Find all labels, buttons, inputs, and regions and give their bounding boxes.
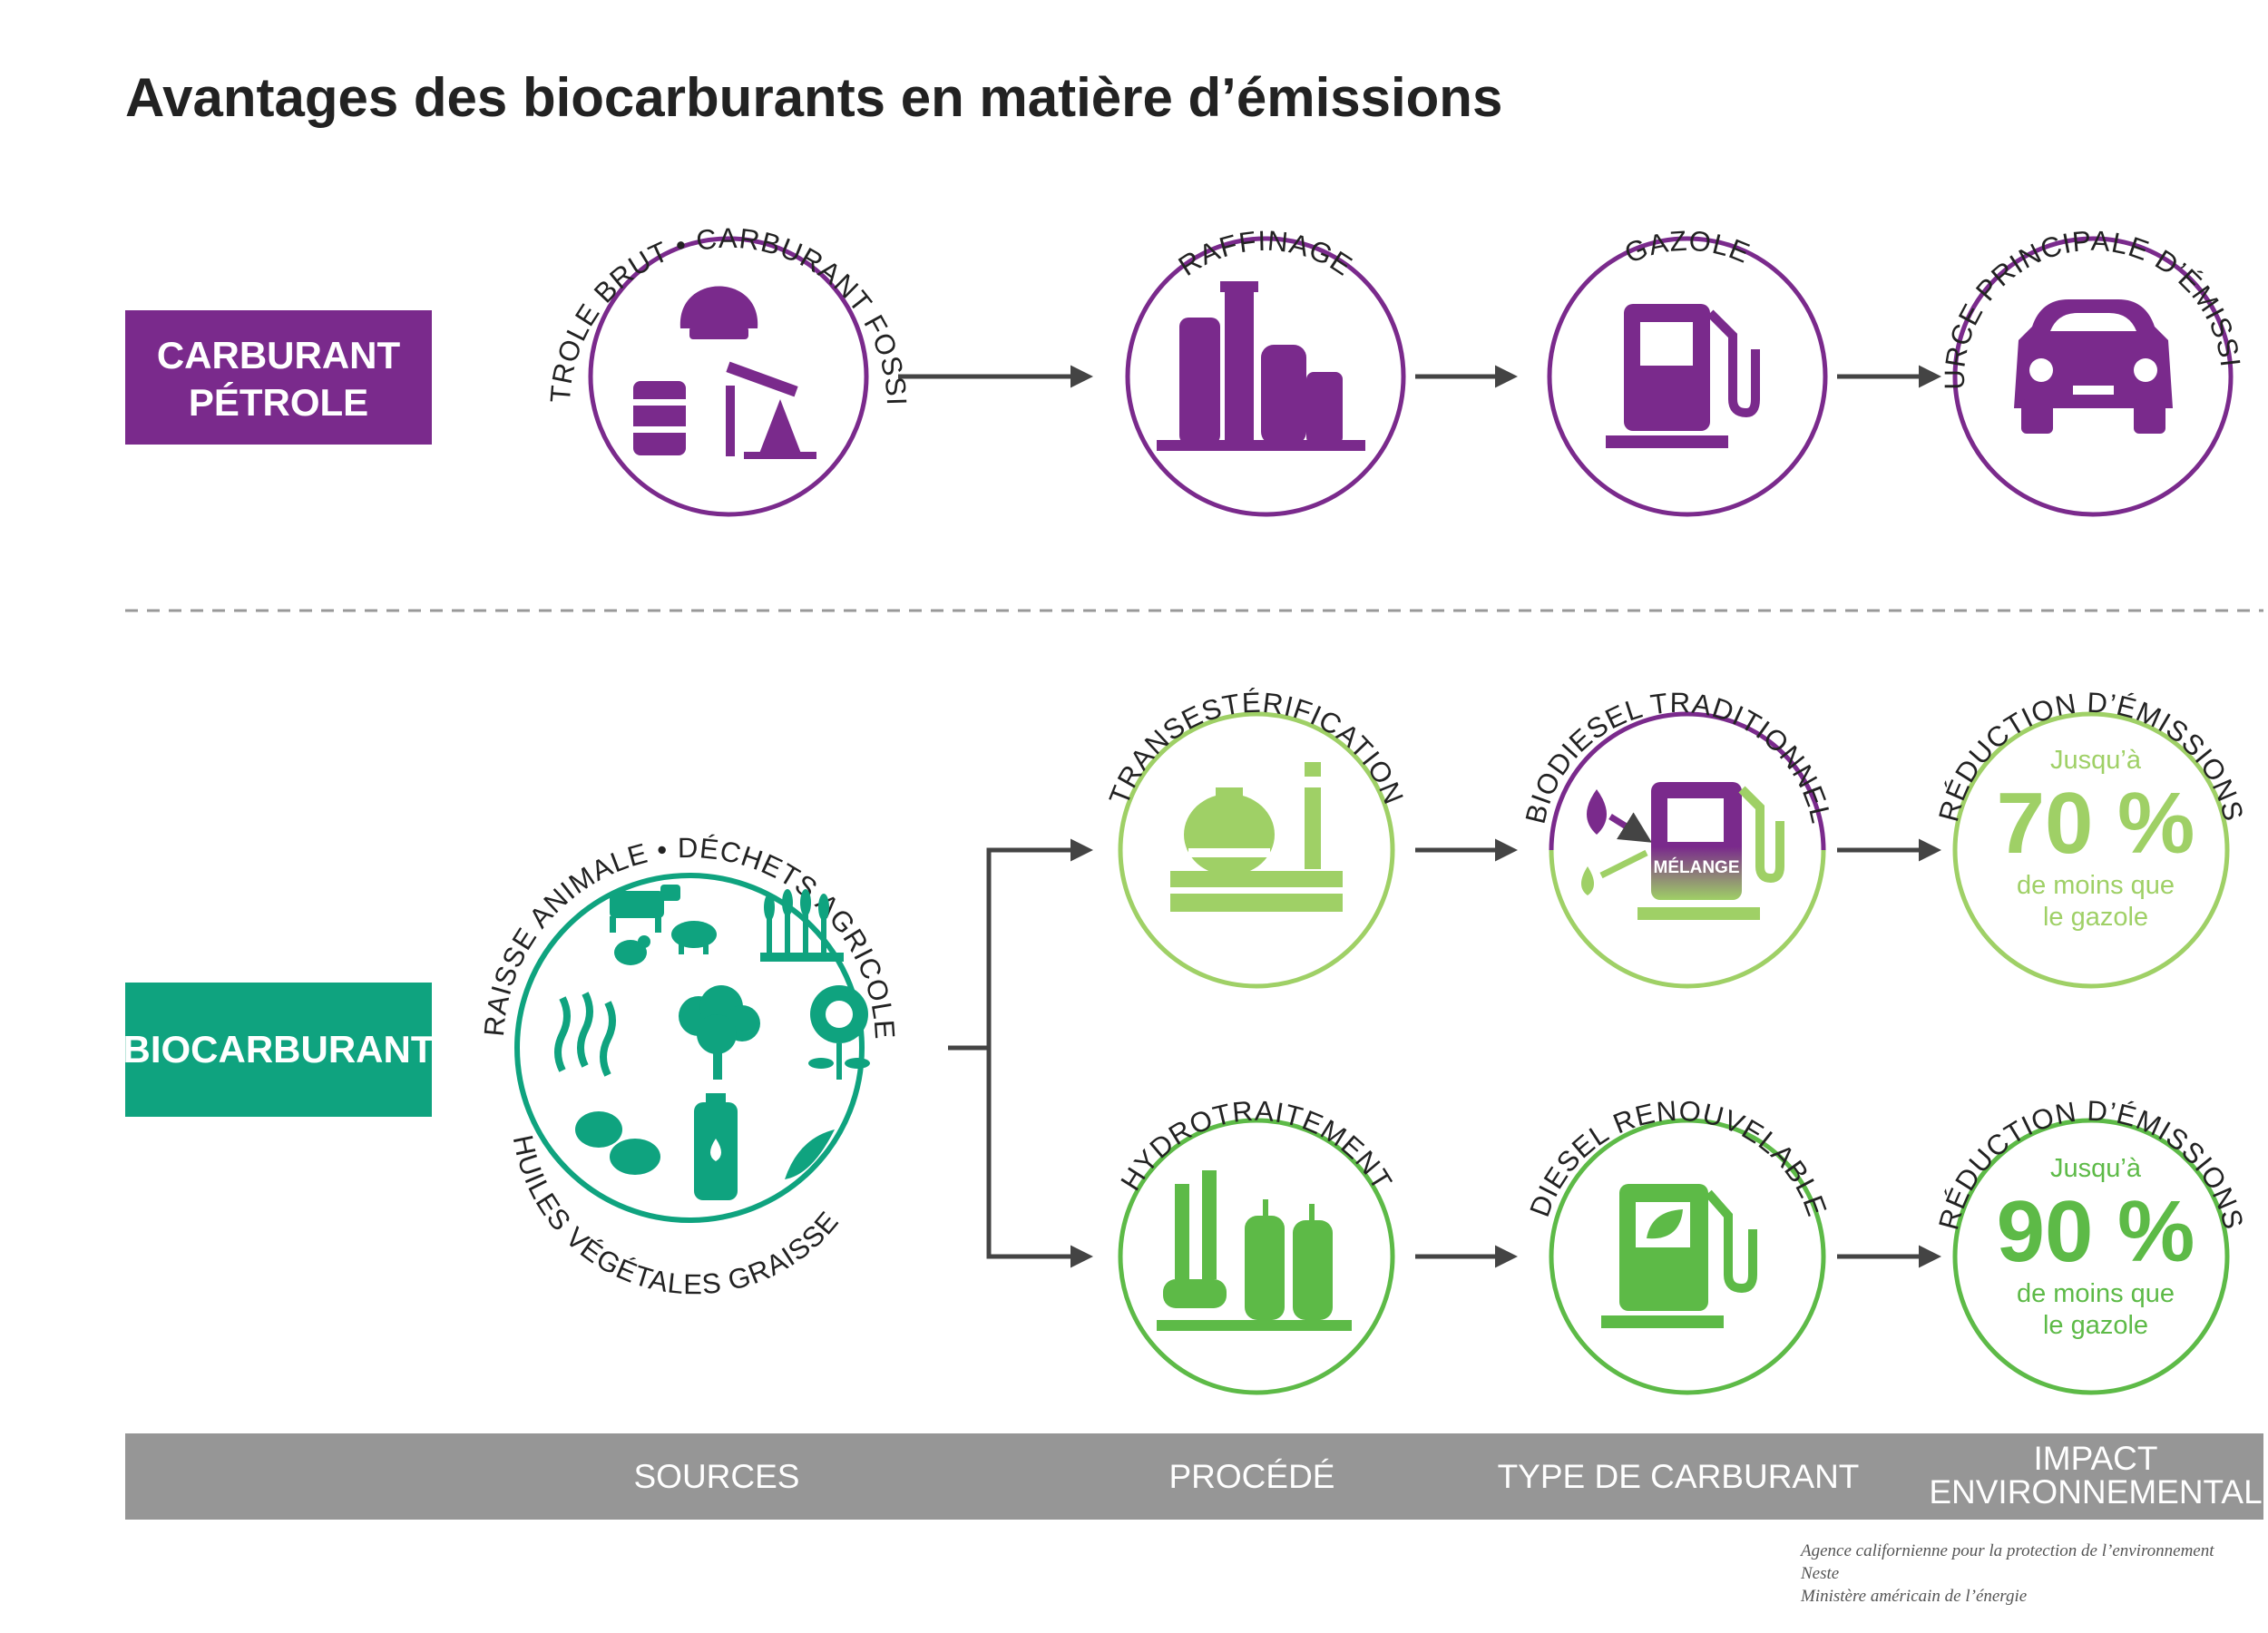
path1-impact-circle: [1952, 711, 2230, 989]
blend-pump-icon: [1581, 782, 1784, 920]
hydrotreatment-circle: [1118, 1118, 1395, 1395]
bio-row-label: BIOCARBURANT: [123, 1028, 435, 1071]
stage-label-process: PROCÉDÉ: [1169, 1458, 1335, 1495]
stage-label-fuel-type: TYPE DE CARBURANT: [1498, 1458, 1860, 1495]
stage-label-sources: SOURCES: [634, 1458, 800, 1495]
oil-bottle-icon: [694, 1093, 738, 1200]
bio-row-label-box: [125, 983, 432, 1117]
stage-label-impact-1: IMPACT: [2033, 1440, 2157, 1477]
path1-impact-suffix-2: le gazole: [2043, 903, 2148, 932]
peanut-icon: [575, 1111, 660, 1175]
shell-icon: [679, 286, 758, 339]
path2-impact-prefix: Jusqu’à: [2050, 1154, 2142, 1183]
stage-label-impact-2: ENVIRONNEMENTAL: [1929, 1473, 2262, 1511]
renewable-diesel-circle: [1549, 1118, 1826, 1395]
transesterification-circle: [1118, 711, 1395, 989]
petrol-impact-circle: [1952, 236, 2234, 517]
reactor-icon: [1170, 762, 1343, 912]
algae-icon: [554, 992, 616, 1077]
tree-icon: [679, 985, 760, 1080]
path1-impact-prefix: Jusqu’à: [2050, 746, 2142, 775]
credit-line-1: Agence californienne pour la protection …: [1799, 1541, 2214, 1560]
bio-arrow-to-path2: [986, 1048, 1093, 1268]
petrol-fuel-caption: GAZOLE: [1620, 225, 1755, 270]
cow-icon: [610, 885, 680, 933]
path2-impact-suffix-2: le gazole: [2043, 1311, 2148, 1340]
credit-line-2: Neste: [1800, 1564, 1839, 1583]
hydrotreatment-caption: HYDROTRAITEMENT: [1114, 1095, 1398, 1197]
path2-impact-value: 90 %: [1997, 1183, 2195, 1280]
pump-jack-icon: [726, 361, 816, 459]
chicken-icon: [614, 935, 650, 965]
petrol-fuel-circle: [1547, 236, 1828, 517]
petrol-row-label-line2: PÉTROLE: [189, 381, 368, 424]
refinery-icon: [1157, 281, 1365, 451]
biodiesel-circle-bottom: [1549, 849, 1826, 989]
sunflower-icon: [808, 985, 870, 1080]
bio-arrow-to-path1: [948, 838, 1093, 1051]
path2-impact-suffix-1: de moins que: [2017, 1279, 2175, 1308]
petrol-process-circle: [1125, 236, 1406, 517]
leaf-fuel-pump-icon: [1601, 1184, 1757, 1328]
petrol-row-label-line1: CARBURANT: [157, 334, 401, 376]
path1-impact-suffix-1: de moins que: [2017, 871, 2175, 900]
petrol-row-label-box: [125, 310, 432, 445]
wheat-icon: [760, 889, 844, 962]
hydro-plant-icon: [1157, 1170, 1352, 1331]
bio-source-caption-top: GRAISSE ANIMALE • DÉCHETS AGRICOLES: [0, 0, 901, 1041]
soybean-icon: [785, 1129, 835, 1179]
transesterification-caption: TRANSESTÉRIFICATION: [1103, 687, 1411, 809]
page-title: Avantages des biocarburants en matière d…: [125, 67, 1502, 128]
blend-label: MÉLANGE: [1654, 857, 1740, 877]
path2-impact-circle: [1952, 1118, 2230, 1395]
pig-icon: [671, 921, 717, 954]
path1-impact-value: 70 %: [1997, 775, 2195, 872]
stage-bar: [125, 1433, 2263, 1520]
credit-line-3: Ministère américain de l’énergie: [1800, 1587, 2027, 1606]
oil-barrel-icon: [630, 381, 689, 455]
petrol-source-circle: [588, 236, 869, 517]
bio-source-circle: [514, 873, 865, 1223]
biodiesel-circle-top: [1549, 711, 1826, 851]
fuel-pump-icon: [1606, 304, 1760, 448]
car-icon: [2014, 299, 2173, 434]
petrol-process-caption: RAFFINAGE: [1173, 225, 1358, 282]
